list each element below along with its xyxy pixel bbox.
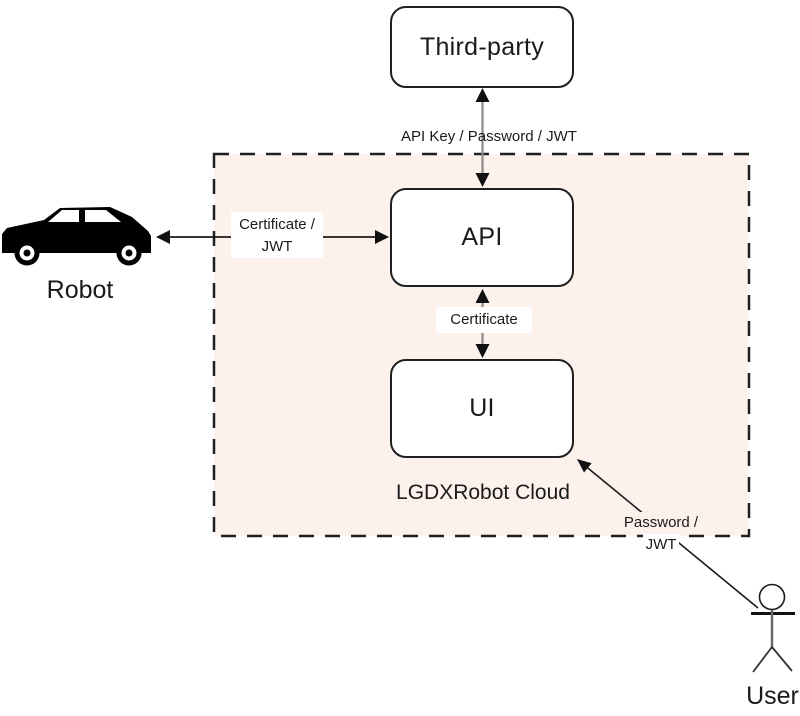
car-icon (2, 207, 151, 266)
edge-label-robot-api: Certificate / JWT (231, 212, 323, 258)
edge-label-robot-api-line2: JWT (261, 238, 293, 255)
edge-label-user-ui-line1: Password / (620, 512, 702, 534)
edge-label-api-ui: Certificate (436, 307, 532, 333)
edge-label-user-ui-line2: JWT (642, 534, 680, 556)
robot-label: Robot (46, 276, 114, 304)
edge-label-robot-api-line1: Certificate / (239, 216, 315, 233)
stick-figure-icon (751, 583, 795, 673)
user-label: User (746, 682, 799, 710)
node-third-party: Third-party (390, 6, 574, 88)
edge-label-user-ui: Password / JWT (611, 512, 711, 556)
cloud-title: LGDXRobot Cloud (396, 481, 570, 504)
arrow-thirdparty-api (475, 88, 490, 187)
edge-label-thirdparty-api: API Key / Password / JWT (401, 128, 577, 145)
node-ui: UI (390, 359, 574, 458)
node-api: API (390, 188, 574, 287)
